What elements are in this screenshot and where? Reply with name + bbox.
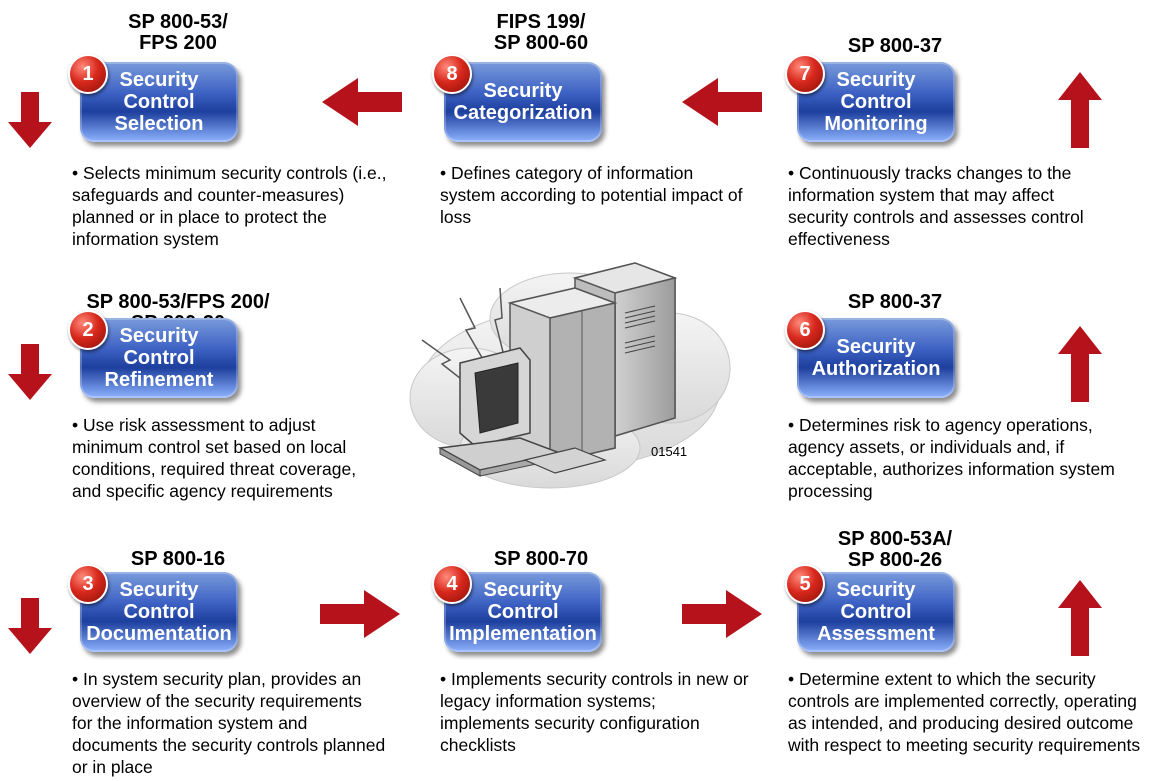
box-title-line: Documentation — [86, 623, 232, 645]
box-title-line: Authorization — [811, 358, 941, 380]
step-number-badge: 3 — [68, 564, 108, 604]
bullet: • — [788, 669, 795, 689]
step-number-badge: 4 — [432, 564, 472, 604]
step-description-5: • Determine extent to which the security… — [788, 668, 1148, 756]
step-number-badge: 6 — [785, 310, 825, 350]
step-number-badge: 7 — [785, 54, 825, 94]
box-title-line: Security — [836, 69, 916, 91]
description-text: Defines category of information system a… — [440, 163, 743, 227]
step-box-security-control-refinement: Security Control Refinement — [80, 318, 238, 398]
box-title-line: Security — [836, 336, 916, 358]
standard-label-step-1: SP 800-53/ FPS 200 — [128, 11, 228, 54]
step-description-8: • Defines category of information system… — [440, 162, 750, 228]
bullet: • — [72, 415, 79, 435]
box-title-line: Control — [487, 601, 559, 623]
standard-label-step-7: SP 800-37 — [847, 35, 943, 57]
up-arrow-icon — [1058, 326, 1102, 402]
step-description-2: • Use risk assessment to adjust minimum … — [72, 414, 372, 502]
box-title-line: Security — [483, 80, 563, 102]
step-description-4: • Implements security controls in new or… — [440, 668, 750, 756]
up-arrow-icon — [1058, 72, 1102, 148]
box-title-line: Control — [840, 91, 912, 113]
box-title-line: Control — [840, 601, 912, 623]
step-description-6: • Determines risk to agency operations, … — [788, 414, 1118, 502]
standard-label-step-4: SP 800-70 — [493, 548, 589, 570]
step-description-3: • In system security plan, provides an o… — [72, 668, 387, 778]
description-text: Selects minimum security controls (i.e.,… — [72, 163, 387, 249]
box-title-line: Selection — [114, 113, 204, 135]
box-title-line: Control — [123, 601, 195, 623]
box-title-line: Control — [123, 91, 195, 113]
box-title-line: Security — [119, 69, 199, 91]
description-text: Determines risk to agency operations, ag… — [788, 415, 1115, 501]
description-text: Continuously tracks changes to the infor… — [788, 163, 1084, 249]
step-number-badge: 5 — [785, 564, 825, 604]
bullet: • — [440, 669, 447, 689]
box-title-line: Categorization — [453, 102, 593, 124]
box-title-line: Monitoring — [824, 113, 928, 135]
up-arrow-icon — [1058, 580, 1102, 656]
description-text: In system security plan, provides an ove… — [72, 669, 386, 777]
bullet: • — [72, 669, 79, 689]
step-box-security-categorization: Security Categorization — [444, 62, 602, 142]
box-title-line: Security — [836, 579, 916, 601]
left-arrow-icon — [322, 78, 402, 126]
figure-code: 01541 — [651, 444, 688, 459]
box-title-line: Refinement — [104, 369, 214, 391]
step-number-badge: 8 — [432, 54, 472, 94]
bullet: • — [72, 163, 79, 183]
standard-label-step-8: FIPS 199/ SP 800-60 — [493, 11, 589, 54]
standard-label-step-5: SP 800-53A/ SP 800-26 — [837, 528, 953, 571]
step-description-1: • Selects minimum security controls (i.e… — [72, 162, 402, 250]
bullet: • — [788, 163, 795, 183]
step-number-badge: 1 — [68, 54, 108, 94]
box-title-line: Control — [123, 347, 195, 369]
bullet: • — [788, 415, 795, 435]
down-arrow-icon — [8, 344, 52, 400]
down-arrow-icon — [8, 92, 52, 148]
box-title-line: Security — [119, 325, 199, 347]
description-text: Implements security controls in new or l… — [440, 669, 749, 755]
box-title-line: Assessment — [817, 623, 935, 645]
box-title-line: Implementation — [449, 623, 597, 645]
right-arrow-icon — [682, 590, 762, 638]
box-title-line: Security — [119, 579, 199, 601]
step-number-badge: 2 — [68, 310, 108, 350]
standard-label-step-6: SP 800-37 — [847, 291, 943, 313]
down-arrow-icon — [8, 598, 52, 654]
description-text: Use risk assessment to adjust minimum co… — [72, 415, 357, 501]
step-description-7: • Continuously tracks changes to the inf… — [788, 162, 1098, 250]
description-text: Determine extent to which the security c… — [788, 669, 1141, 755]
standard-label-step-3: SP 800-16 — [130, 548, 226, 570]
left-arrow-icon — [682, 78, 762, 126]
right-arrow-icon — [320, 590, 400, 638]
box-title-line: Security — [483, 579, 563, 601]
computer-server-icon — [409, 262, 731, 489]
bullet: • — [440, 163, 447, 183]
